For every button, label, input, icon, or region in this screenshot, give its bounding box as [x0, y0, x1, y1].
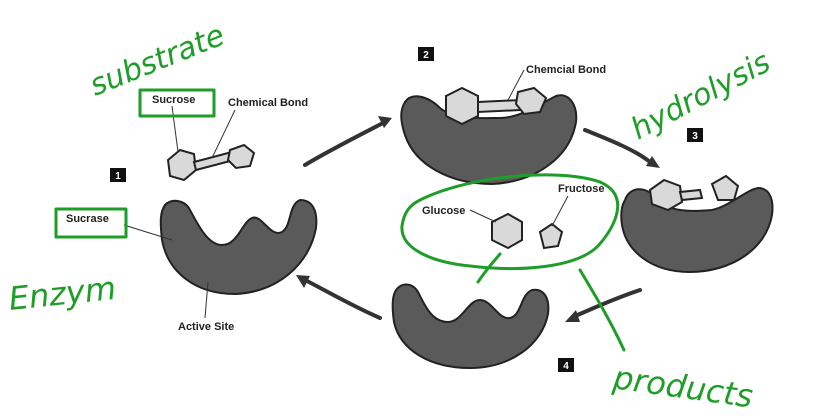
- label-sucrase: Sucrase: [66, 213, 109, 225]
- label-glucose: Glucose: [422, 205, 465, 217]
- step-badge-3: 3: [687, 128, 703, 142]
- fructose-molecule: [540, 224, 562, 248]
- glucose-molecule: [492, 214, 522, 248]
- enzyme-stage-1: [161, 200, 317, 294]
- label-sucrose: Sucrose: [152, 94, 195, 106]
- label-chemcial-bond: Chemcial Bond: [526, 64, 606, 76]
- sucrose-molecule: [168, 145, 254, 180]
- svg-text:2: 2: [423, 50, 429, 61]
- arrow-1-to-2: [305, 122, 385, 165]
- enzyme-stage-2: [401, 88, 576, 184]
- step-badge-1: 1: [110, 168, 126, 182]
- svg-text:1: 1: [115, 171, 121, 182]
- label-chemical-bond: Chemical Bond: [228, 97, 308, 109]
- arrow-3-to-4: [575, 290, 640, 316]
- label-active-site: Active Site: [178, 321, 234, 333]
- step-badge-2: 2: [418, 47, 434, 61]
- step-badge-4: 4: [558, 358, 574, 372]
- enzyme-stage-4: [393, 285, 549, 369]
- label-fructose: Fructose: [558, 183, 604, 195]
- enzyme-stage-3: [621, 176, 772, 272]
- annotation-products: products: [610, 358, 755, 415]
- svg-text:3: 3: [692, 131, 698, 142]
- arrow-4-to-1: [305, 280, 380, 318]
- svg-text:4: 4: [563, 361, 569, 372]
- annotation-enzyme: Enzym: [7, 269, 118, 318]
